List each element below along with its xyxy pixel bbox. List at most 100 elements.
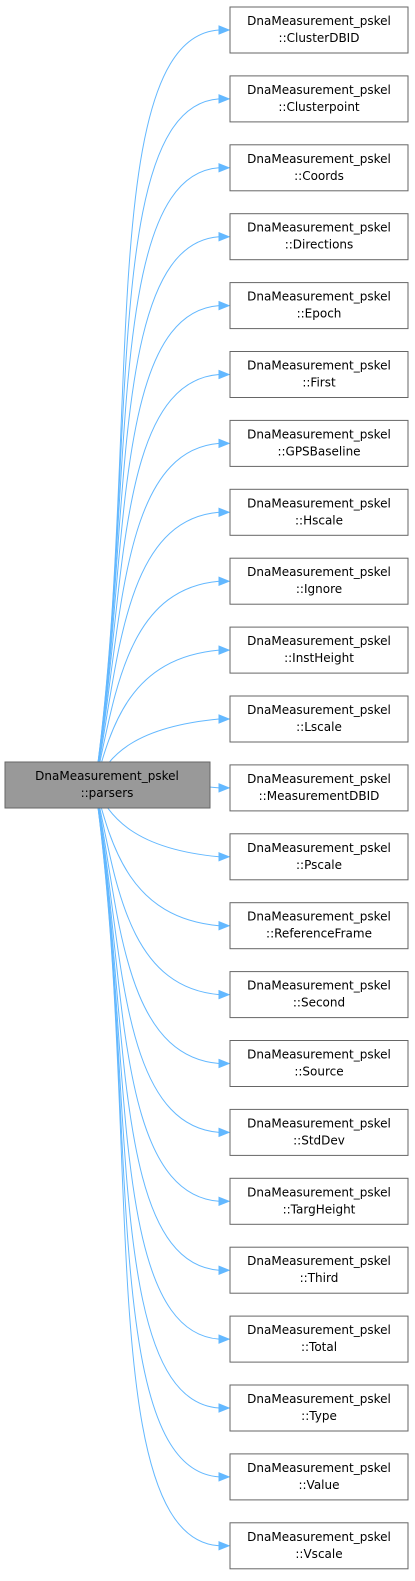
node-member: ::GPSBaseline (277, 444, 360, 458)
node-first[interactable]: DnaMeasurement_pskel::First (229, 351, 409, 398)
node-box (229, 1453, 409, 1501)
edge-to-second (94, 784, 220, 996)
node-box (229, 6, 409, 54)
root-node-title: DnaMeasurement_pskel (35, 769, 179, 783)
node-member: ::Source (294, 1065, 343, 1079)
node-member: ::First (302, 376, 336, 390)
node-box (229, 144, 409, 192)
node-box (229, 351, 409, 398)
node-box (229, 282, 409, 330)
node-lscale[interactable]: DnaMeasurement_pskel::Lscale (229, 695, 409, 743)
node-box (229, 1040, 409, 1087)
edge-arrowhead (218, 1196, 231, 1207)
node-box (229, 902, 409, 950)
edge-to-first (94, 374, 220, 786)
node-title: DnaMeasurement_pskel (247, 1392, 391, 1406)
node-directions[interactable]: DnaMeasurement_pskel::Directions (229, 213, 409, 261)
node-member: ::Type (301, 1409, 337, 1423)
node-std-dev[interactable]: DnaMeasurement_pskel::StdDev (229, 1108, 409, 1156)
edge-to-clusterpoint (94, 98, 220, 786)
node-inst-height[interactable]: DnaMeasurement_pskel::InstHeight (229, 626, 409, 674)
node-title: DnaMeasurement_pskel (247, 1323, 391, 1337)
edge-to-epoch (94, 305, 220, 786)
node-member: ::Ignore (296, 582, 342, 596)
edge-arrowhead (218, 163, 231, 173)
node-box (229, 419, 409, 467)
node-member: ::Total (301, 1340, 337, 1354)
node-reference-frame[interactable]: DnaMeasurement_pskel::ReferenceFrame (229, 902, 409, 950)
node-box (229, 1177, 409, 1225)
node-title: DnaMeasurement_pskel (247, 83, 391, 97)
edge-to-coords (94, 167, 220, 786)
edge-arrowhead (218, 1472, 231, 1482)
node-value[interactable]: DnaMeasurement_pskel::Value (229, 1453, 409, 1501)
node-title: DnaMeasurement_pskel (247, 14, 391, 28)
node-third[interactable]: DnaMeasurement_pskel::Third (229, 1246, 409, 1294)
node-box (229, 557, 409, 605)
node-title: DnaMeasurement_pskel (247, 1185, 391, 1199)
edge-arrowhead (218, 714, 231, 724)
node-coords[interactable]: DnaMeasurement_pskel::Coords (229, 144, 409, 192)
node-targ-height[interactable]: DnaMeasurement_pskel::TargHeight (229, 1177, 409, 1225)
edge-to-ignore (94, 580, 220, 786)
node-title: DnaMeasurement_pskel (247, 634, 391, 648)
edge-arrowhead (218, 231, 231, 242)
node-box (229, 213, 409, 261)
node-title: DnaMeasurement_pskel (247, 1461, 391, 1475)
edge-arrowhead (218, 438, 231, 449)
node-member: ::TargHeight (283, 1202, 356, 1216)
root-node[interactable]: DnaMeasurement_pskel ::parsers (4, 761, 211, 809)
node-box (229, 764, 409, 812)
edge-arrowhead (218, 94, 231, 104)
node-title: DnaMeasurement_pskel (247, 359, 391, 373)
edge-arrowhead (218, 645, 231, 655)
edge-arrowhead (218, 989, 231, 1000)
node-member: ::Directions (285, 238, 354, 252)
node-clusterpoint[interactable]: DnaMeasurement_pskel::Clusterpoint (229, 75, 409, 123)
edge-arrowhead (218, 25, 231, 35)
node-member: ::Clusterpoint (278, 100, 360, 114)
node-hscale[interactable]: DnaMeasurement_pskel::Hscale (229, 488, 409, 536)
node-ignore[interactable]: DnaMeasurement_pskel::Ignore (229, 557, 409, 605)
node-title: DnaMeasurement_pskel (247, 1048, 391, 1062)
node-title: DnaMeasurement_pskel (247, 910, 391, 924)
node-measurement-dbid[interactable]: DnaMeasurement_pskel::MeasurementDBID (229, 764, 409, 812)
node-cluster-dbid[interactable]: DnaMeasurement_pskel::ClusterDBID (229, 6, 409, 54)
node-title: DnaMeasurement_pskel (247, 841, 391, 855)
target-nodes: DnaMeasurement_pskel::ClusterDBIDDnaMeas… (229, 6, 409, 1570)
edge-arrowhead (218, 1058, 231, 1069)
node-member: ::Coords (294, 169, 344, 183)
edge-arrowhead (218, 1541, 231, 1551)
node-box (229, 488, 409, 536)
edge-arrowhead (218, 1265, 231, 1275)
edge-arrowhead (218, 1334, 231, 1344)
node-member: ::Value (298, 1478, 339, 1492)
node-vscale[interactable]: DnaMeasurement_pskel::Vscale (229, 1522, 409, 1570)
node-member: ::MeasurementDBID (259, 789, 380, 803)
node-gpsbaseline[interactable]: DnaMeasurement_pskel::GPSBaseline (229, 419, 409, 467)
node-title: DnaMeasurement_pskel (247, 1116, 391, 1130)
node-title: DnaMeasurement_pskel (247, 152, 391, 166)
node-box (229, 1315, 409, 1363)
edge-arrowhead (218, 1403, 231, 1413)
node-member: ::Pscale (296, 858, 342, 872)
edge-arrowhead (218, 507, 231, 518)
node-member: ::ReferenceFrame (266, 927, 372, 941)
node-source[interactable]: DnaMeasurement_pskel::Source (229, 1040, 409, 1087)
node-total[interactable]: DnaMeasurement_pskel::Total (229, 1315, 409, 1363)
node-member: ::Lscale (296, 720, 342, 734)
root-node-box (4, 761, 211, 809)
node-member: ::InstHeight (284, 651, 354, 665)
node-box (229, 626, 409, 674)
node-box (229, 1108, 409, 1156)
edge-to-total (94, 784, 220, 1340)
edge-to-gpsbaseline (94, 442, 220, 786)
node-second[interactable]: DnaMeasurement_pskel::Second (229, 971, 409, 1019)
node-title: DnaMeasurement_pskel (247, 979, 391, 993)
node-type[interactable]: DnaMeasurement_pskel::Type (229, 1384, 409, 1432)
node-pscale[interactable]: DnaMeasurement_pskel::Pscale (229, 833, 409, 881)
node-title: DnaMeasurement_pskel (247, 703, 391, 717)
edge-to-reference-frame (94, 784, 220, 927)
node-epoch[interactable]: DnaMeasurement_pskel::Epoch (229, 282, 409, 330)
